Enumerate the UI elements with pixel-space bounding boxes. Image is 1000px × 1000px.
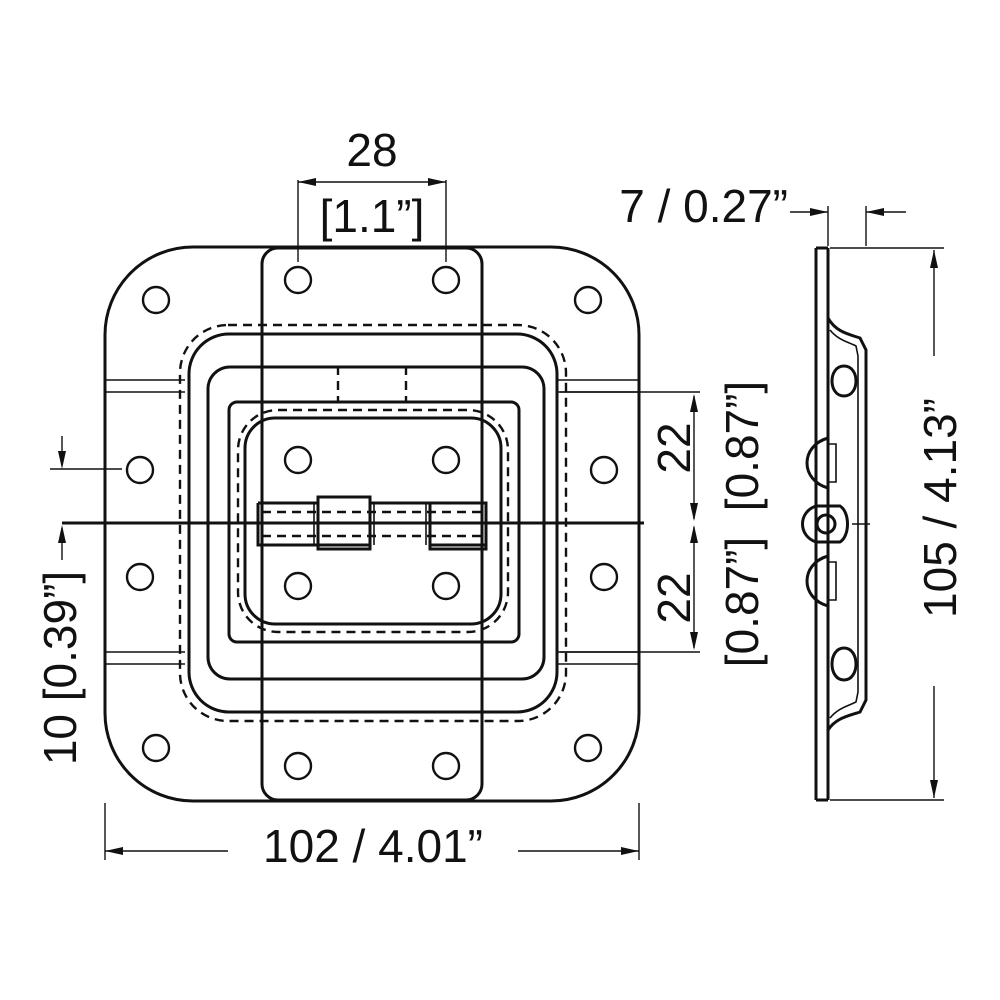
label-hinge-spacing-in: [1.1”]	[320, 190, 425, 242]
hole	[283, 265, 313, 295]
hole	[125, 562, 155, 592]
label-thickness: 7 / 0.27”	[619, 180, 788, 232]
mounting-holes	[125, 265, 619, 781]
dimension-labels: 28 [1.1”] 7 / 0.27” 102 / 4.01” 105 / 4.…	[34, 124, 966, 872]
dimension-lines	[50, 178, 944, 860]
hidden-slot-left	[262, 365, 340, 404]
label-width: 102 / 4.01”	[263, 820, 483, 872]
side-profile	[826, 317, 868, 731]
label-hinge-spacing: 28	[346, 124, 397, 176]
hole	[141, 285, 171, 315]
hole	[431, 265, 461, 295]
hidden-slot-right	[404, 365, 482, 404]
flange-lines	[105, 379, 639, 665]
dish-floor-dashed	[236, 408, 510, 634]
label-edge-offset: 10 [0.39”]	[34, 571, 86, 765]
dish-floor-inner	[243, 416, 503, 626]
label-upper-offset: 22	[648, 422, 700, 473]
front-view	[62, 245, 644, 803]
hole	[573, 733, 603, 763]
side-plate-inner	[816, 246, 830, 802]
hole	[431, 571, 461, 601]
hole	[589, 455, 619, 485]
hole	[283, 571, 313, 601]
label-upper-offset-in: [0.87”]	[716, 381, 768, 511]
label-height: 105 / 4.13”	[914, 398, 966, 618]
label-lower-offset-in: [0.87”]	[716, 537, 768, 667]
side-knuckle-bottom	[805, 554, 829, 608]
hole	[573, 285, 603, 315]
hole	[431, 445, 461, 475]
side-pin	[801, 504, 849, 544]
hinge-knuckles	[256, 495, 488, 551]
hole	[141, 733, 171, 763]
hole	[283, 445, 313, 475]
hole	[589, 562, 619, 592]
label-lower-offset: 22	[648, 572, 700, 623]
hole	[283, 751, 313, 781]
hole	[431, 751, 461, 781]
side-knuckle-top	[805, 436, 829, 490]
side-view	[801, 246, 870, 802]
hole	[125, 455, 155, 485]
